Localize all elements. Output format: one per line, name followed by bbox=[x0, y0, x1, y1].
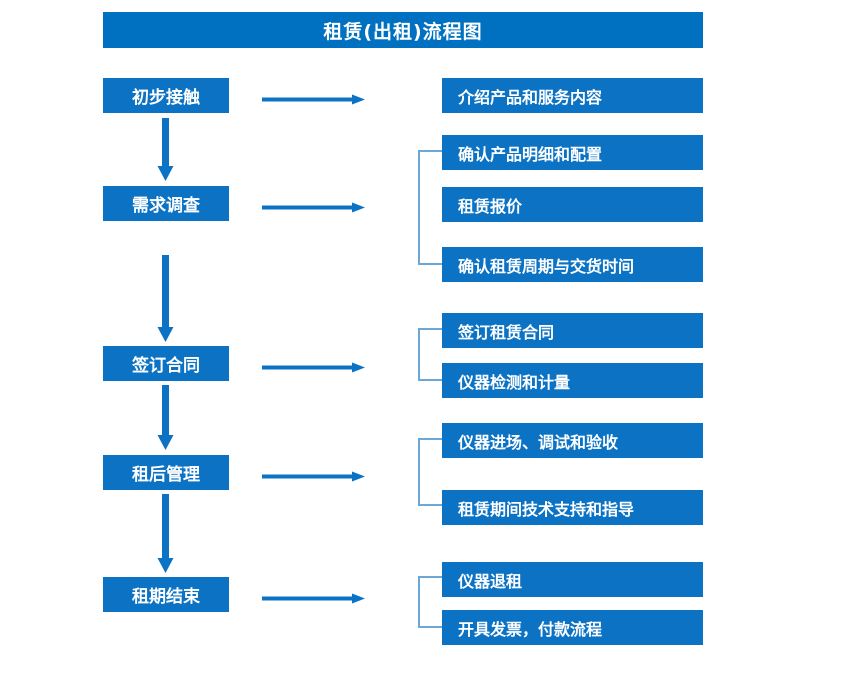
detail-node-3-label: 租赁报价 bbox=[458, 196, 523, 216]
stage-node-5-label: 租期结束 bbox=[132, 587, 200, 607]
stage-node-2-label: 需求调查 bbox=[132, 196, 200, 216]
page-title: 租赁(出租)流程图 bbox=[103, 12, 703, 48]
detail-node-2[interactable]: 确认产品明细和配置 bbox=[442, 135, 703, 170]
detail-node-3[interactable]: 租赁报价 bbox=[442, 187, 703, 222]
right-arrow-icon-4 bbox=[262, 467, 366, 482]
detail-node-1-label: 介绍产品和服务内容 bbox=[458, 87, 603, 107]
stage-node-4[interactable]: 租后管理 bbox=[103, 455, 229, 490]
down-arrow-icon-2 bbox=[157, 255, 174, 343]
group-bracket-4 bbox=[418, 576, 443, 628]
detail-node-4-label: 确认租赁周期与交货时间 bbox=[458, 256, 635, 276]
right-arrow-icon-1 bbox=[262, 90, 366, 105]
stage-node-1-label: 初步接触 bbox=[132, 88, 200, 108]
down-arrow-icon-1 bbox=[157, 118, 174, 182]
detail-node-6[interactable]: 仪器检测和计量 bbox=[442, 363, 703, 398]
detail-node-6-label: 仪器检测和计量 bbox=[458, 372, 571, 392]
stage-node-3-label: 签订合同 bbox=[132, 356, 200, 376]
detail-node-7-label: 仪器进场、调试和验收 bbox=[458, 432, 619, 452]
right-arrow-icon-2 bbox=[262, 198, 366, 213]
detail-node-2-label: 确认产品明细和配置 bbox=[458, 144, 603, 164]
detail-node-5-label: 签订租赁合同 bbox=[458, 322, 555, 342]
stage-node-3[interactable]: 签订合同 bbox=[103, 346, 229, 381]
detail-node-9-label: 仪器退租 bbox=[458, 571, 523, 591]
detail-node-4[interactable]: 确认租赁周期与交货时间 bbox=[442, 247, 703, 282]
right-arrow-icon-5 bbox=[262, 589, 366, 604]
stage-node-4-label: 租后管理 bbox=[132, 465, 200, 485]
detail-node-7[interactable]: 仪器进场、调试和验收 bbox=[442, 423, 703, 458]
detail-node-10-label: 开具发票，付款流程 bbox=[458, 619, 603, 639]
detail-node-8-label: 租赁期间技术支持和指导 bbox=[458, 499, 635, 519]
detail-node-5[interactable]: 签订租赁合同 bbox=[442, 313, 703, 348]
group-bracket-3 bbox=[418, 438, 443, 506]
detail-node-9[interactable]: 仪器退租 bbox=[442, 562, 703, 597]
detail-node-10[interactable]: 开具发票，付款流程 bbox=[442, 610, 703, 645]
down-arrow-icon-4 bbox=[157, 494, 174, 574]
down-arrow-icon-3 bbox=[157, 385, 174, 451]
group-bracket-1 bbox=[418, 150, 443, 265]
detail-node-1[interactable]: 介绍产品和服务内容 bbox=[442, 78, 703, 113]
group-bracket-2 bbox=[418, 328, 443, 381]
detail-node-8[interactable]: 租赁期间技术支持和指导 bbox=[442, 490, 703, 525]
stage-node-1[interactable]: 初步接触 bbox=[103, 78, 229, 113]
stage-node-2[interactable]: 需求调查 bbox=[103, 186, 229, 221]
stage-node-5[interactable]: 租期结束 bbox=[103, 577, 229, 612]
right-arrow-icon-3 bbox=[262, 358, 366, 373]
